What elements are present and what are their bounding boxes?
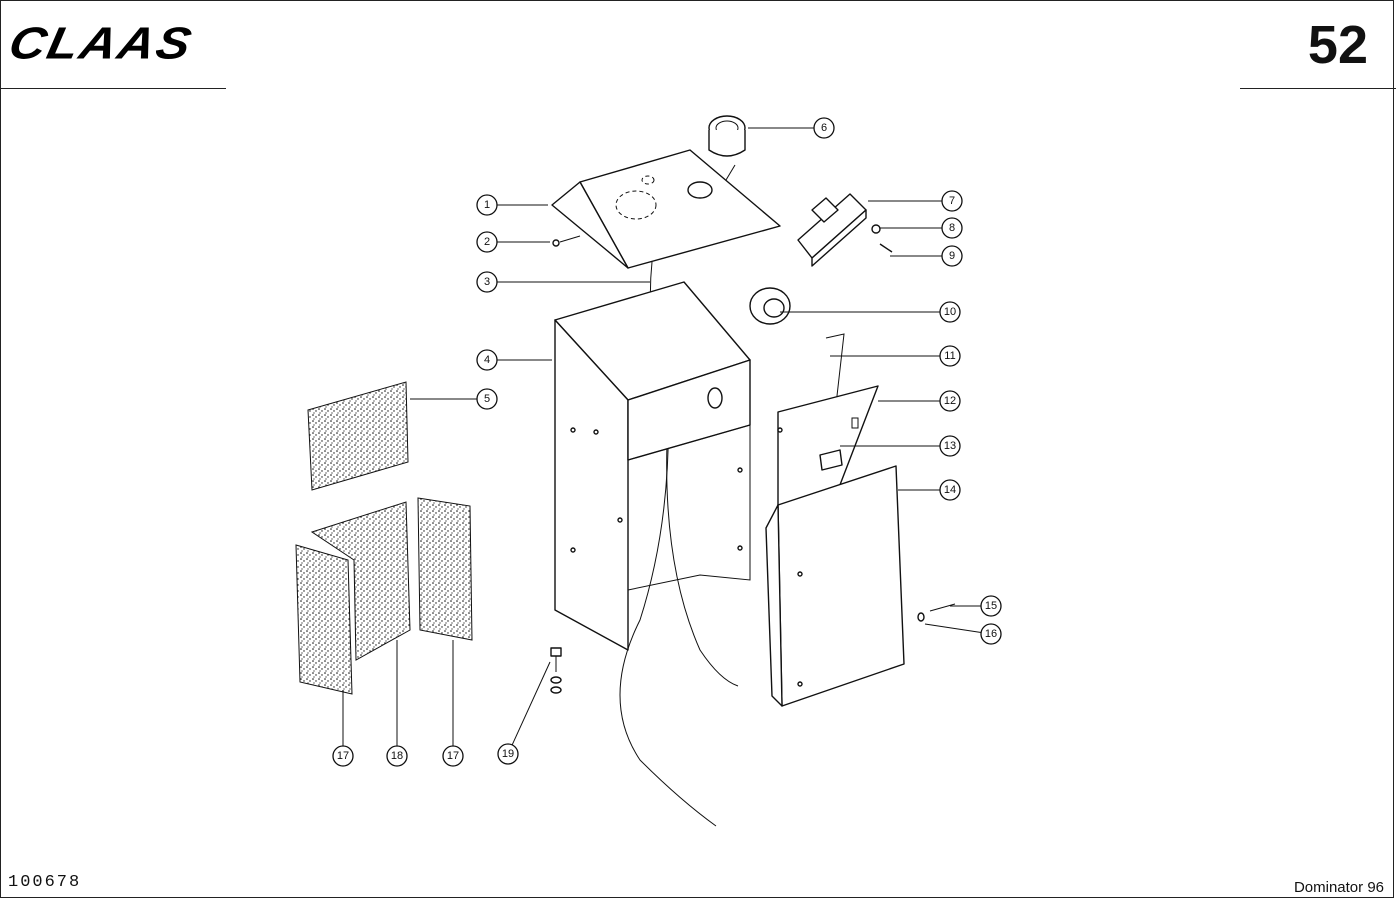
callout-circle: [813, 117, 835, 139]
callout-label: 12: [944, 395, 956, 407]
callout-circle: [939, 301, 961, 323]
leader-line: [924, 623, 982, 633]
callout-17: 17: [332, 690, 354, 767]
callout-circle: [980, 623, 1002, 645]
callout-17: 17: [442, 640, 464, 767]
callout-2: 2: [476, 231, 550, 253]
callout-label: 8: [949, 222, 955, 234]
callout-18: 18: [386, 640, 408, 767]
part-7-bracket: [797, 193, 867, 267]
callout-3: 3: [476, 271, 650, 293]
callout-circle: [941, 190, 963, 212]
callout-5: 5: [410, 388, 498, 410]
part-5-insulation-sheet: [307, 381, 409, 491]
callout-circle: [386, 745, 408, 767]
callout-4: 4: [476, 349, 552, 371]
part-15-bolt: [929, 603, 956, 612]
callout-circle: [939, 479, 961, 501]
callout-label: 17: [447, 750, 459, 762]
part-19-bolt: [550, 647, 562, 694]
callout-circle: [476, 231, 498, 253]
callout-label: 17: [337, 750, 349, 762]
callout-circle: [939, 345, 961, 367]
callout-circle: [980, 595, 1002, 617]
leader-line: [511, 661, 551, 746]
callout-label: 10: [944, 306, 956, 318]
callout-label: 5: [484, 393, 490, 405]
callout-label: 4: [484, 354, 490, 366]
callout-circle: [476, 271, 498, 293]
callout-16: 16: [924, 623, 1002, 645]
callout-label: 9: [949, 250, 955, 262]
callout-9: 9: [890, 245, 963, 267]
part-13-clip: [819, 449, 843, 471]
part-16-washer: [917, 612, 925, 622]
part-9-screw: [879, 243, 893, 253]
callout-10: 10: [780, 301, 961, 323]
callout-12: 12: [878, 390, 961, 412]
callout-circle: [476, 388, 498, 410]
header-rule-right: [1240, 88, 1396, 89]
callout-6: 6: [748, 117, 835, 139]
callout-circle: [442, 745, 464, 767]
callout-label: 19: [502, 748, 514, 760]
callout-circle: [941, 217, 963, 239]
model-name: Dominator 96: [1293, 879, 1384, 896]
callout-label: 18: [391, 750, 403, 762]
callout-circle: [476, 194, 498, 216]
callout-15: 15: [950, 595, 1002, 617]
part-1-top-cover: [551, 149, 781, 269]
callout-label: 13: [944, 440, 956, 452]
callout-11: 11: [830, 345, 961, 367]
callout-19: 19: [497, 661, 551, 765]
callout-14: 14: [898, 479, 961, 501]
page-number: 52: [1307, 15, 1368, 75]
callout-1: 1: [476, 194, 548, 216]
callout-13: 13: [840, 435, 961, 457]
callout-label: 3: [484, 276, 490, 288]
part-8-washer: [871, 224, 881, 234]
header-rule-left: [0, 88, 226, 89]
callout-circle: [476, 349, 498, 371]
callout-label: 7: [949, 195, 955, 207]
part-3-cable-branch: [666, 419, 739, 687]
part-6-gauge: [708, 115, 746, 191]
callout-label: 15: [985, 600, 997, 612]
part-17-sheet-right: [417, 497, 473, 641]
callout-label: 6: [821, 122, 827, 134]
callout-label: 11: [944, 350, 955, 362]
callout-circle: [939, 435, 961, 457]
part-10-grommet: [749, 287, 791, 325]
part-2-screw: [552, 235, 581, 247]
part-4-housing: [554, 281, 751, 651]
callout-label: 14: [944, 484, 956, 496]
callout-8: 8: [880, 217, 963, 239]
callout-circle: [939, 390, 961, 412]
callout-label: 1: [484, 199, 490, 211]
callout-circle: [941, 245, 963, 267]
part-18-sheet: [310, 501, 411, 661]
callout-circle: [332, 745, 354, 767]
drawing-reference-number: 100678: [8, 873, 82, 892]
callout-7: 7: [868, 190, 963, 212]
callout-circle: [497, 743, 519, 765]
part-17-sheet-left: [295, 544, 353, 695]
callout-label: 2: [484, 236, 490, 248]
callout-label: 16: [985, 628, 997, 640]
part-14-door: [765, 465, 905, 707]
